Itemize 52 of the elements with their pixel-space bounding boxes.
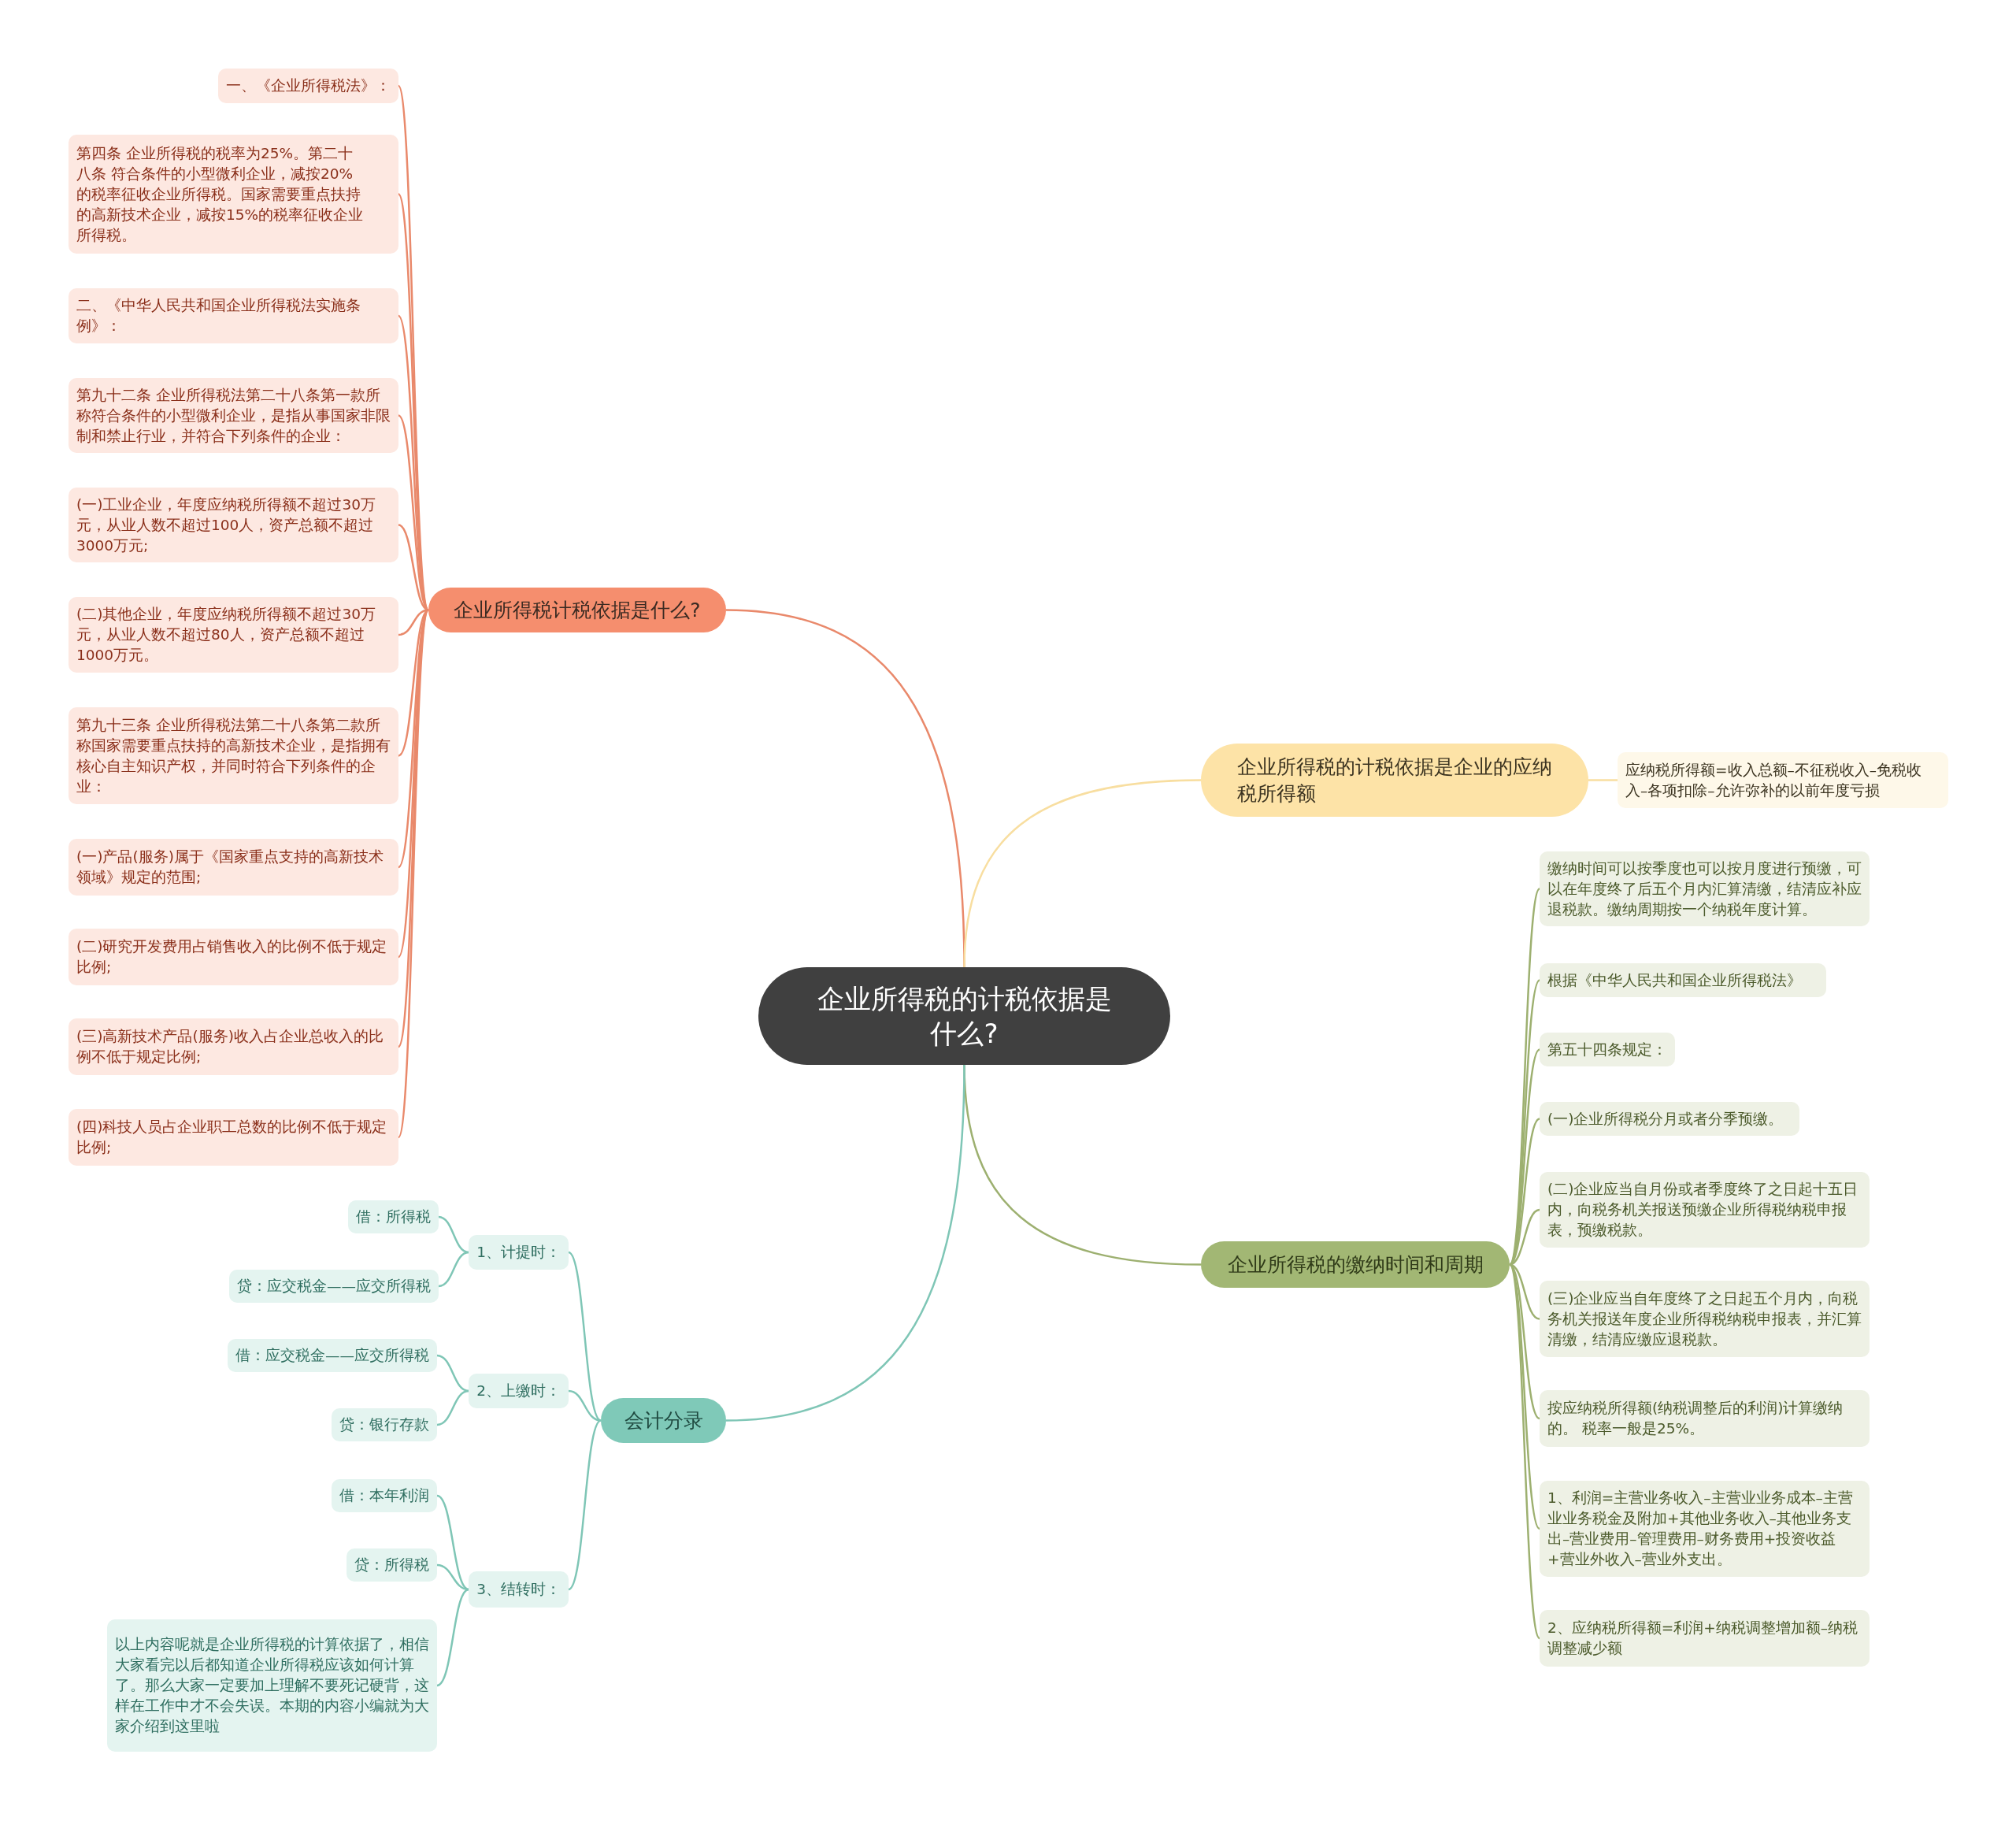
connector-line xyxy=(1588,779,1618,781)
note-card: (二)企业应当自月份或者季度终了之日起十五日内，向税务机关报送预缴企业所得税纳税申报表，预缴税款。 xyxy=(1540,1172,1870,1248)
note-card: 应纳税所得额=收入总额–不征税收入–免税收入–各项扣除–允许弥补的以前年度亏损 xyxy=(1618,752,1948,808)
note-card: (一)产品(服务)属于《国家重点支持的高新技术领域》规定的范围; xyxy=(69,839,398,896)
note-card: (一)企业所得税分月或者分季预缴。 xyxy=(1540,1102,1799,1136)
connector-line xyxy=(568,1389,602,1422)
central-topic: 企业所得税的计税依据是什么? xyxy=(758,967,1170,1065)
note-card: 根据《中华人民共和国企业所得税法》 xyxy=(1540,963,1826,997)
connector-line xyxy=(436,1354,469,1393)
note-card: (三)企业应当自年度终了之日起五个月内，向税务机关报送年度企业所得税纳税申报表，并汇算清缴，结清应缴应退税款。 xyxy=(1540,1281,1870,1357)
note-card: (二)其他企业，年度应纳税所得额不超过30万元，从业人数不超过80人，资产总额不超过1000万元。 xyxy=(69,597,398,673)
connector-line xyxy=(438,1251,469,1288)
note-card: (一)工业企业，年度应纳税所得额不超过30万元，从业人数不超过100人，资产总额不超过3000万元; xyxy=(69,488,398,562)
subtopic-card: 第五十四条规定： xyxy=(1540,1033,1675,1066)
connector-line xyxy=(568,1419,602,1590)
subtopic-card: 贷：银行存款 xyxy=(332,1408,437,1441)
connector-line xyxy=(436,1389,469,1426)
connector-line xyxy=(436,1563,469,1591)
subtopic-card: 贷：所得税 xyxy=(346,1548,437,1582)
branch-topic: 会计分录 xyxy=(601,1398,726,1443)
branch-topic: 企业所得税计税依据是什么? xyxy=(428,588,726,632)
connector-line xyxy=(397,610,430,1138)
branch-topic: 企业所得税的缴纳时间和周期 xyxy=(1201,1241,1510,1288)
note-card: 第九十二条 企业所得税法第二十八条第一款所称符合条件的小型微利企业，是指从事国家非限制和禁止行业，并符合下列条件的企业： xyxy=(69,378,398,453)
branch-topic: 企业所得税的计税依据是企业的应纳税所得额 xyxy=(1201,744,1588,817)
connector-line xyxy=(568,1252,602,1422)
note-card: 按应纳税所得额(纳税调整后的利润)计算缴纳的。 税率一般是25%。 xyxy=(1540,1390,1870,1447)
connector-line xyxy=(438,1215,469,1254)
subtopic-card: 3、结转时： xyxy=(469,1571,569,1608)
subtopic-card: 贷：应交税金——应交所得税 xyxy=(229,1270,439,1303)
subtopic-card: 借：所得税 xyxy=(348,1200,439,1233)
note-card: (三)高新技术产品(服务)收入占企业总收入的比例不低于规定比例; xyxy=(69,1018,398,1075)
note-card: (四)科技人员占企业职工总数的比例不低于规定比例; xyxy=(69,1109,398,1166)
subtopic-card: 2、上缴时： xyxy=(469,1374,569,1408)
subtopic-card: 借：应交税金——应交所得税 xyxy=(228,1339,437,1372)
note-card: 2、应纳税所得额=利润+纳税调整增加额–纳税调整减少额 xyxy=(1540,1610,1870,1667)
note-card: 二、《中华人民共和国企业所得税法实施条例》： xyxy=(69,288,398,343)
subtopic-card: 1、计提时： xyxy=(469,1235,569,1270)
note-card: 缴纳时间可以按季度也可以按月度进行预缴，可以在年度终了后五个月内汇算清缴，结清应补应退税款。缴纳周期按一个纳税年度计算。 xyxy=(1540,851,1870,926)
note-card: 以上内容呢就是企业所得税的计算依据了，相信大家看完以后都知道企业所得税应该如何计算了。那么大家一定要加上理解不要死记硬背，这样在工作中才不会失误。本期的内容小编就为大家介绍到这里啦 xyxy=(107,1619,437,1752)
subtopic-card: 一、《企业所得税法》： xyxy=(218,69,398,103)
connector-line xyxy=(397,194,430,610)
connector-line xyxy=(1508,1263,1541,1639)
connector-line xyxy=(725,1064,965,1422)
note-card: 1、利润=主营业务收入–主营业业务成本–主营业业务税金及附加+其他业务收入–其他业务支出–营业费用–管理费用–财务费用+投资收益+营业外收入–营业外支出。 xyxy=(1540,1481,1870,1577)
connector-line xyxy=(963,779,1202,968)
connector-line xyxy=(436,1494,469,1591)
note-card: 第九十三条 企业所得税法第二十八条第二款所称国家需要重点扶持的高新技术企业，是指拥有核心自主知识产权，并同时符合下列条件的企业： xyxy=(69,707,398,804)
subtopic-card: 借：本年利润 xyxy=(332,1479,437,1512)
note-card: (二)研究开发费用占销售收入的比例不低于规定比例; xyxy=(69,929,398,985)
note-card: 第四条 企业所得税的税率为25%。第二十八条 符合条件的小型微利企业，减按20%的税率征收企业所得税。国家需要重点扶持的高新技术企业，减按15%的税率征收企业所得税。 xyxy=(69,135,398,254)
connector-line xyxy=(436,1588,469,1687)
